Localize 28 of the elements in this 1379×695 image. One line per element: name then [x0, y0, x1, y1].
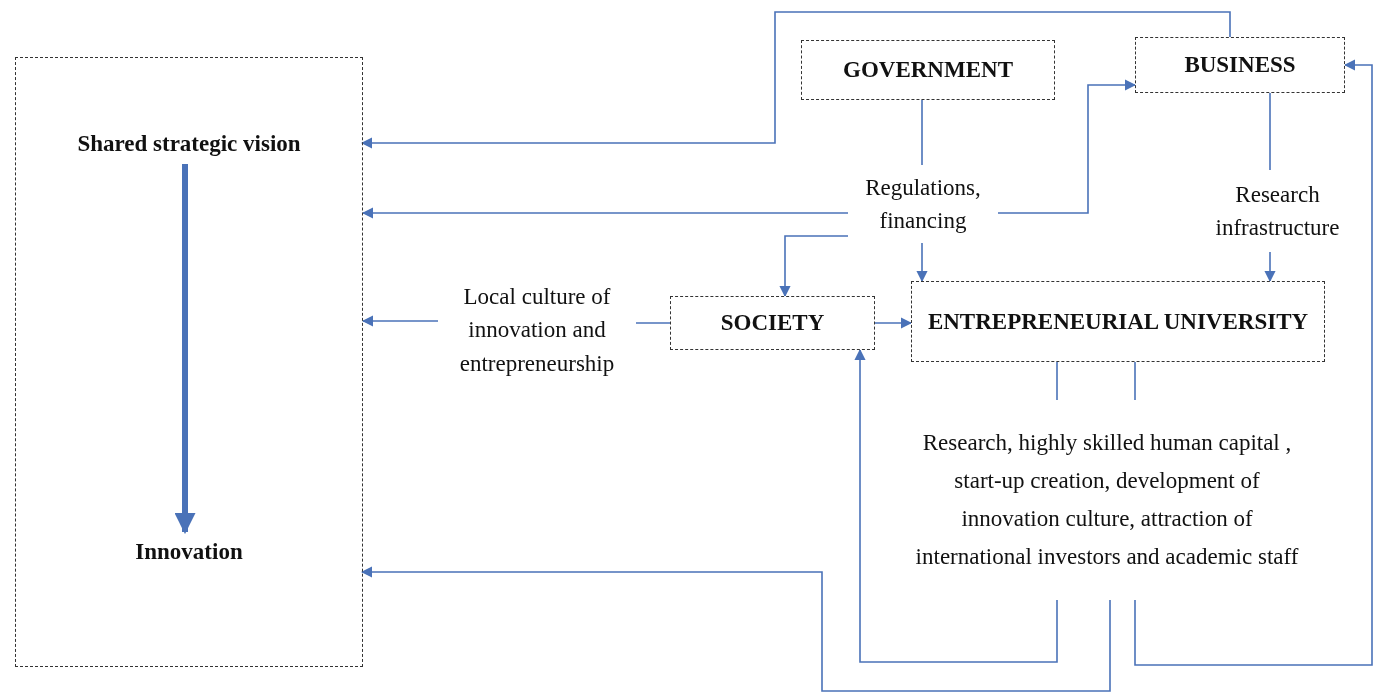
process-box: ENTREPRENEURIAL UNIVERSITY — [911, 281, 1325, 362]
arrow — [997, 79, 1137, 214]
node-text: Research, highly skilled human capital , start-up creation, development of innovation culture, attraction of international investors and academic staff — [912, 400, 1302, 600]
node-text: Regulations, financing — [848, 165, 998, 243]
node-text: Shared strategic vision — [16, 124, 362, 164]
connector-line — [921, 99, 923, 166]
arrow — [360, 11, 1231, 149]
connector-line — [635, 322, 671, 324]
frame-box — [15, 57, 363, 667]
arrow — [360, 566, 1111, 692]
arrow — [174, 164, 196, 535]
arrow — [874, 317, 913, 329]
connector-line — [1056, 361, 1058, 401]
process-box: SOCIETY — [670, 296, 875, 350]
arrow — [1134, 59, 1373, 666]
arrow — [854, 348, 1058, 663]
arrow — [1264, 251, 1276, 283]
process-box: GOVERNMENT — [801, 40, 1055, 100]
connector-line — [1269, 92, 1271, 171]
arrow — [361, 207, 849, 219]
arrow — [361, 315, 439, 327]
node-text: Local culture of innovation and entrepreneurship — [438, 276, 636, 384]
arrow — [916, 242, 928, 283]
node-text: Innovation — [16, 532, 362, 572]
connector-line — [1134, 361, 1136, 401]
process-box: BUSINESS — [1135, 37, 1345, 93]
arrow — [779, 235, 849, 298]
node-text: Research infrastructure — [1195, 170, 1360, 252]
